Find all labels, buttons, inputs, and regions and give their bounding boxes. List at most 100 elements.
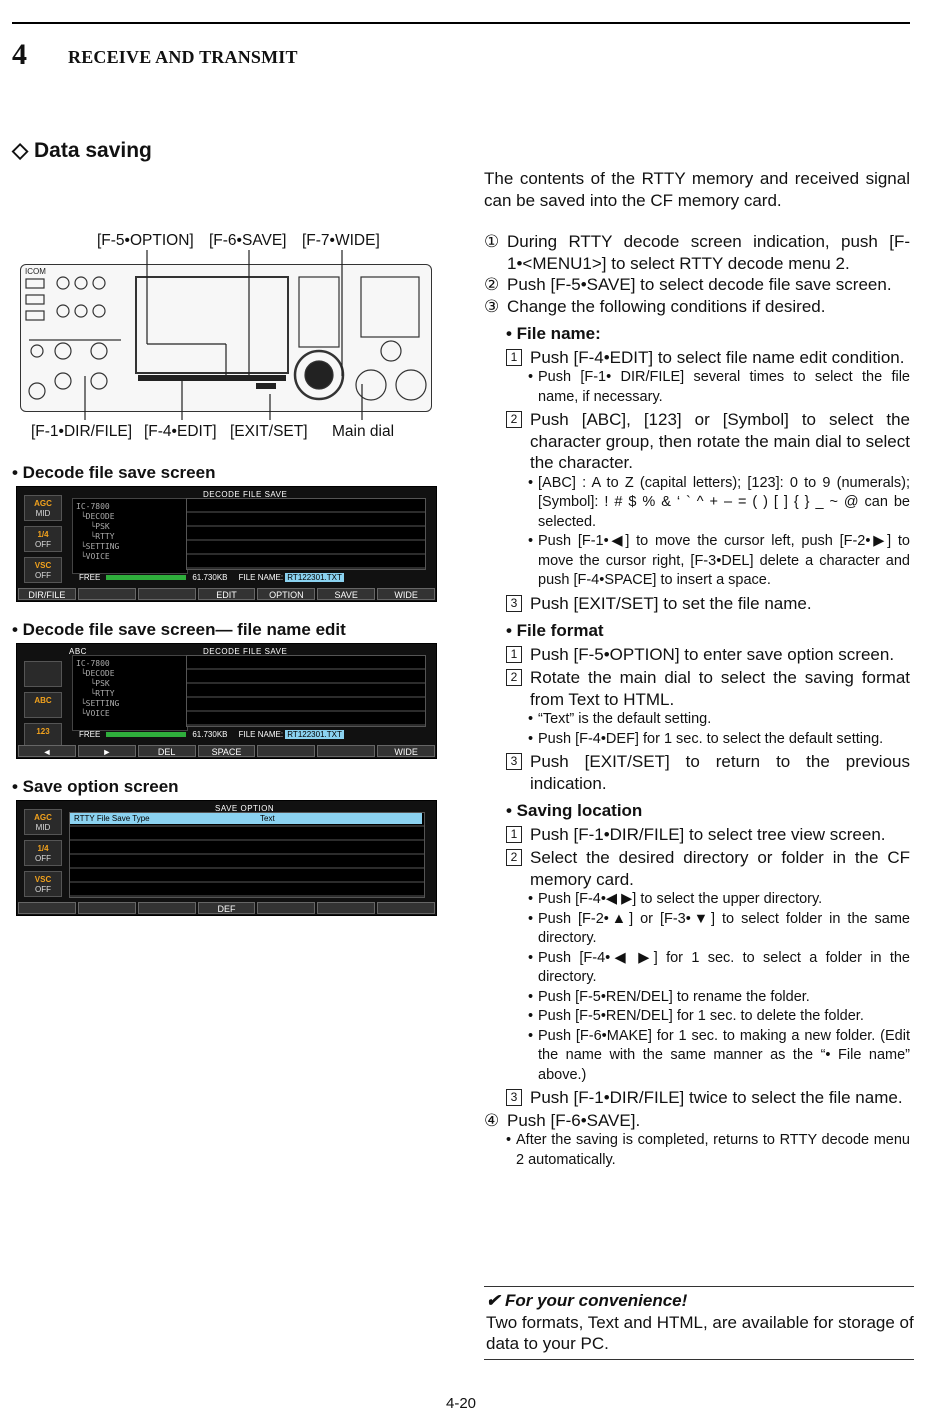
caption-decode-file-save: • Decode file save screen: [12, 463, 216, 482]
label-f5-option: [F-5•OPTION]: [97, 232, 194, 249]
directory-tree: IC-7800 └DECODE └PSK └RTTY └SETTING └VOI…: [72, 498, 188, 574]
bullet: •Push [F-1•◀] to move the cursor left, p…: [528, 533, 910, 588]
fkey-6: [317, 902, 376, 914]
fkey-3: DEL: [137, 745, 196, 757]
bullet: •Push [F-2•▲] or [F-3•▼] to select folde…: [528, 910, 910, 947]
function-keys: DEF: [17, 901, 436, 915]
convenience-title: ✔ For your convenience!: [486, 1291, 688, 1310]
blank-button: [24, 661, 62, 687]
radio-front-panel: ICOM: [20, 264, 432, 412]
bullet: •Push [F-5•REN/DEL] to rename the folder…: [528, 988, 810, 1005]
bullet: •[ABC] : A to Z (capital letters); [123]…: [528, 474, 910, 530]
abc-indicator: ABC: [69, 647, 87, 656]
bullet: •Push [F-4•◀ ▶] for 1 sec. to select a f…: [528, 949, 910, 986]
fkey-5: [257, 745, 316, 757]
bullet: •Push [F-5•REN/DEL] for 1 sec. to delete…: [528, 1008, 864, 1024]
section-title: ◇ Data saving: [12, 139, 152, 162]
fkey-6: SAVE: [317, 588, 376, 600]
fkey-4: SPACE: [197, 745, 256, 757]
file-list: [186, 655, 426, 727]
screen-title: SAVE OPTION: [215, 804, 275, 813]
fkey-1: ◄: [18, 745, 76, 757]
directory-tree: IC-7800 └DECODE └PSK └RTTY └SETTING └VOI…: [72, 655, 188, 731]
intro-paragraph: The contents of the RTTY memory and rece…: [484, 169, 910, 210]
label-f7-wide: [F-7•WIDE]: [302, 232, 380, 249]
label-f1-dirfile: [F-1•DIR/FILE]: [31, 423, 133, 440]
file-name-edit-screen: ABC 123 ABC DECODE FILE SAVE IC-7800 └DE…: [16, 643, 437, 759]
bullet: •Push [F-4•◀ ▶] to select the upper dire…: [528, 891, 823, 907]
abc-button: ABC: [24, 692, 62, 718]
label-main-dial: Main dial: [332, 423, 395, 440]
fkey-4: DEF: [197, 902, 256, 914]
fkey-3: [137, 902, 196, 914]
convenience-note: ✔ For your convenience! Two formats, Tex…: [484, 1286, 914, 1360]
fkey-2: [77, 902, 136, 914]
fkey-4: EDIT: [197, 588, 256, 600]
radio-brand: ICOM: [25, 267, 46, 276]
bullet: •“Text” is the default setting.: [528, 711, 712, 727]
fkey-3: [137, 588, 196, 600]
option-list: [69, 812, 425, 898]
fkey-5: [257, 902, 316, 914]
chapter-number: 4: [12, 38, 27, 71]
label-f4-edit: [F-4•EDIT]: [144, 423, 217, 440]
fkey-7: WIDE: [377, 745, 436, 757]
convenience-text: Two formats, Text and HTML, are availabl…: [486, 1312, 914, 1354]
fkey-1: [18, 902, 76, 914]
header-rule: [12, 22, 910, 24]
123-button: 123: [24, 723, 62, 749]
file-format-heading: • File format: [506, 621, 604, 640]
bullet: •Push [F-4•DEF] for 1 sec. to select the…: [528, 730, 884, 747]
fkey-2: ►: [77, 745, 136, 757]
chapter-title: RECEIVE AND TRANSMIT: [68, 47, 298, 67]
file-list: [186, 498, 426, 570]
file-name-heading: • File name:: [506, 324, 601, 343]
fkey-7: [377, 902, 436, 914]
fkey-7: WIDE: [377, 588, 436, 600]
saving-location-heading: • Saving location: [506, 801, 643, 820]
caption-save-option: • Save option screen: [12, 777, 179, 796]
label-f6-save: [F-6•SAVE]: [209, 232, 287, 249]
function-keys: DIR/FILE EDIT OPTION SAVE WIDE: [17, 587, 436, 601]
bullet: •After the saving is completed, returns …: [506, 1132, 910, 1168]
bullet: •Push [F-6•MAKE] for 1 sec. to making a …: [528, 1027, 910, 1083]
page-number: 4-20: [446, 1395, 477, 1412]
bullet: •Push [F-1• DIR/FILE] several times to s…: [528, 369, 910, 405]
callout-lines: [84, 250, 363, 420]
fkey-1: DIR/FILE: [18, 588, 76, 600]
screen-title: DECODE FILE SAVE: [203, 647, 288, 656]
function-keys: ◄ ► DEL SPACE WIDE: [17, 744, 436, 758]
side-buttons: ABC 123: [20, 647, 66, 749]
screen-title: DECODE FILE SAVE: [203, 490, 288, 499]
fkey-6: [317, 745, 376, 757]
option-row-selected: RTTY File Save Type Text: [70, 813, 422, 824]
caption-file-name-edit: • Decode file save screen— file name edi…: [12, 620, 346, 639]
fkey-5: OPTION: [257, 588, 316, 600]
radio-illustration: ICOM: [25, 267, 427, 401]
